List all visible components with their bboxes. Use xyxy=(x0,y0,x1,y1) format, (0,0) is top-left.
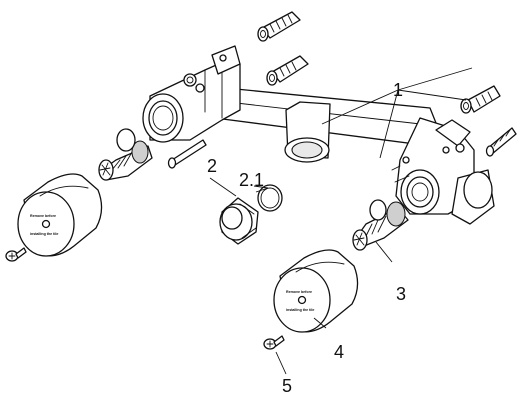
callout-2-1: 2.1 xyxy=(239,170,264,190)
leader-lines xyxy=(209,67,473,375)
o-ring xyxy=(257,184,283,212)
cap-text-line2: installing the tile xyxy=(30,232,58,236)
cap-text-line1-right: Remove before xyxy=(286,290,312,294)
cap-text-line2-right: installing the tile xyxy=(286,308,314,312)
cover-cap-right: Remove before installing the tile xyxy=(273,249,359,333)
valve-cartridge-left xyxy=(98,128,153,181)
callout-4: 4 xyxy=(334,342,344,362)
sealing-plug xyxy=(219,197,259,245)
wall-plug-top xyxy=(257,11,301,42)
mounting-screw-left xyxy=(167,139,207,169)
callout-1: 1 xyxy=(393,80,403,100)
callout-5: 5 xyxy=(282,376,292,396)
mounting-body xyxy=(142,45,495,225)
cover-cap-left: Remove before installing the tile xyxy=(17,173,103,257)
mounting-screw-right xyxy=(485,127,517,157)
cap-screw-right xyxy=(263,335,285,350)
wall-plug-upper xyxy=(266,55,309,86)
callout-2: 2 xyxy=(207,156,217,176)
cap-screw-left xyxy=(5,247,27,262)
wall-plug-right xyxy=(460,85,501,114)
cap-text-line1: Remove before xyxy=(30,214,56,218)
callout-3: 3 xyxy=(396,284,406,304)
valve-cartridge-right xyxy=(352,199,409,251)
